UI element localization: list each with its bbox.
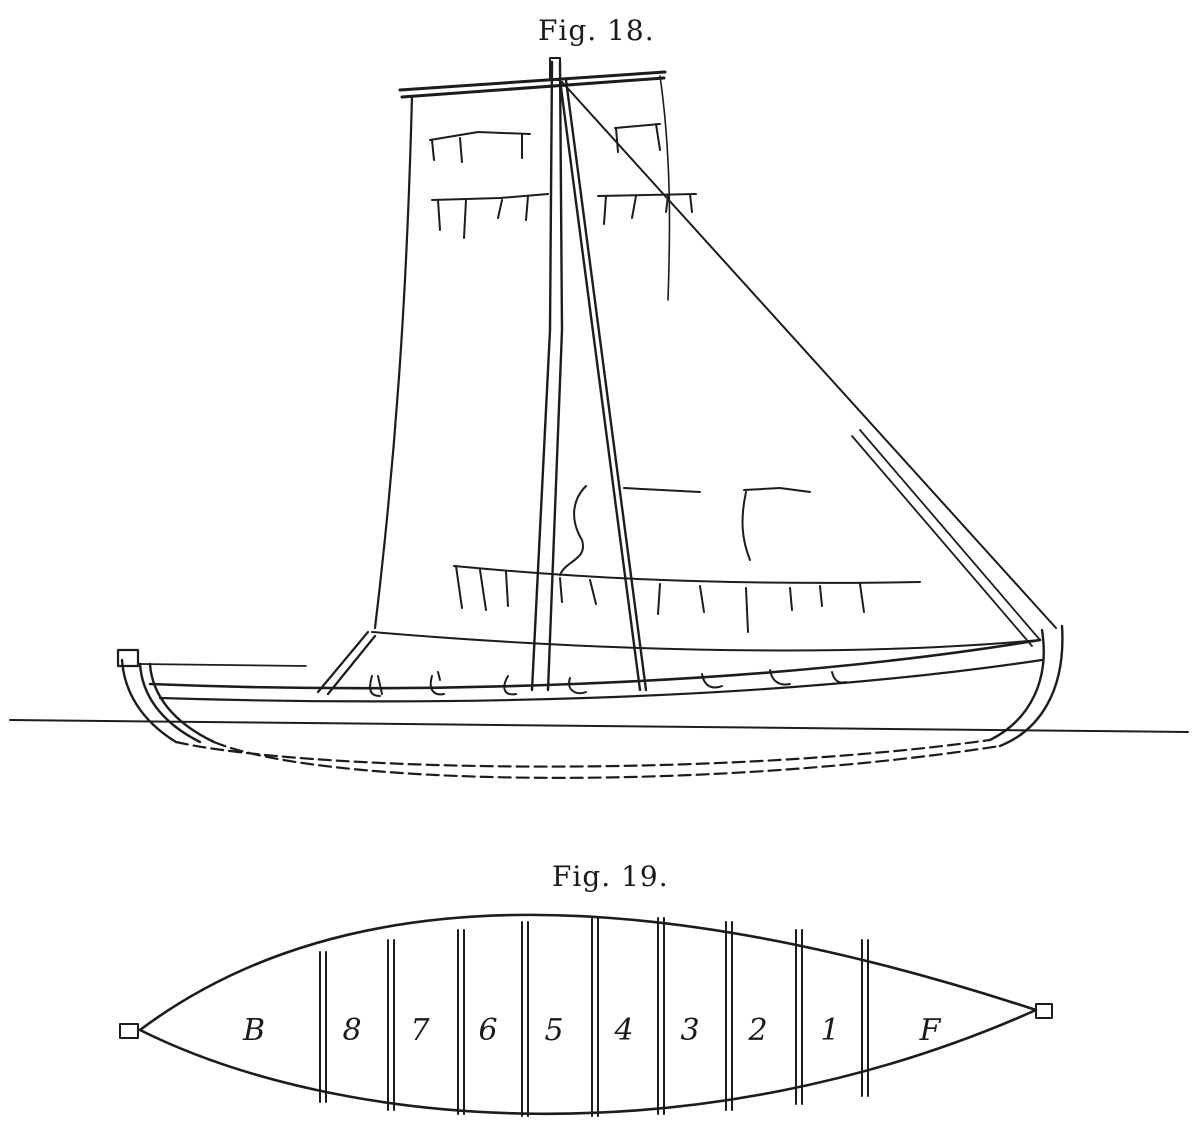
- stern-post: [120, 658, 216, 744]
- crew-figures: [369, 669, 847, 697]
- plan-compartment-label: F: [919, 1013, 942, 1048]
- forestay: [561, 81, 1057, 629]
- reef-points-lower: [453, 485, 921, 633]
- hull-sheer: [148, 638, 1042, 690]
- plan-compartment-label: 1: [820, 1013, 839, 1048]
- bow-stem: [988, 624, 1064, 748]
- mast-cap: [549, 57, 561, 81]
- plan-compartment-label: 2: [747, 1013, 767, 1048]
- sail-luff-line: [659, 75, 671, 301]
- waterline: [9, 719, 1189, 733]
- fig-19-caption: Fig. 19.: [552, 860, 669, 893]
- plan-compartment-label: 3: [680, 1013, 699, 1048]
- rudder-head: [116, 648, 140, 668]
- plan-compartment-label: 6: [478, 1013, 497, 1048]
- plan-stern-knob: [119, 1023, 139, 1039]
- fig-18-caption: Fig. 18.: [538, 14, 655, 47]
- forestay-inner: [851, 429, 1041, 647]
- gaff: [398, 70, 667, 99]
- plan-compartment-label: 4: [613, 1013, 633, 1048]
- plan-compartment-labels: B 8 7 6 5 4 3 2 1 F: [242, 1013, 942, 1048]
- mast: [530, 60, 564, 692]
- shroud: [558, 78, 648, 692]
- plan-compartment-label: 5: [544, 1013, 563, 1048]
- plan-compartment-label: B: [242, 1013, 265, 1048]
- hull-gunwale: [158, 658, 1044, 703]
- fig-18-boat-elevation: [9, 57, 1189, 779]
- plan-bow-knob: [1035, 1003, 1053, 1019]
- plan-compartment-label: 7: [410, 1013, 430, 1048]
- sail-leech: [373, 94, 414, 630]
- plan-thwart-dividers: [319, 917, 869, 1117]
- plan-hull-outline: [138, 913, 1038, 1116]
- tiller: [139, 663, 307, 667]
- reef-points-upper: [429, 123, 697, 239]
- plan-compartment-label: 8: [342, 1013, 361, 1048]
- fig-19-deck-plan: B 8 7 6 5 4 3 2 1 F: [119, 913, 1053, 1117]
- hull-underwater: [174, 738, 1002, 779]
- sail-foot: [371, 631, 1041, 652]
- boom: [316, 630, 377, 696]
